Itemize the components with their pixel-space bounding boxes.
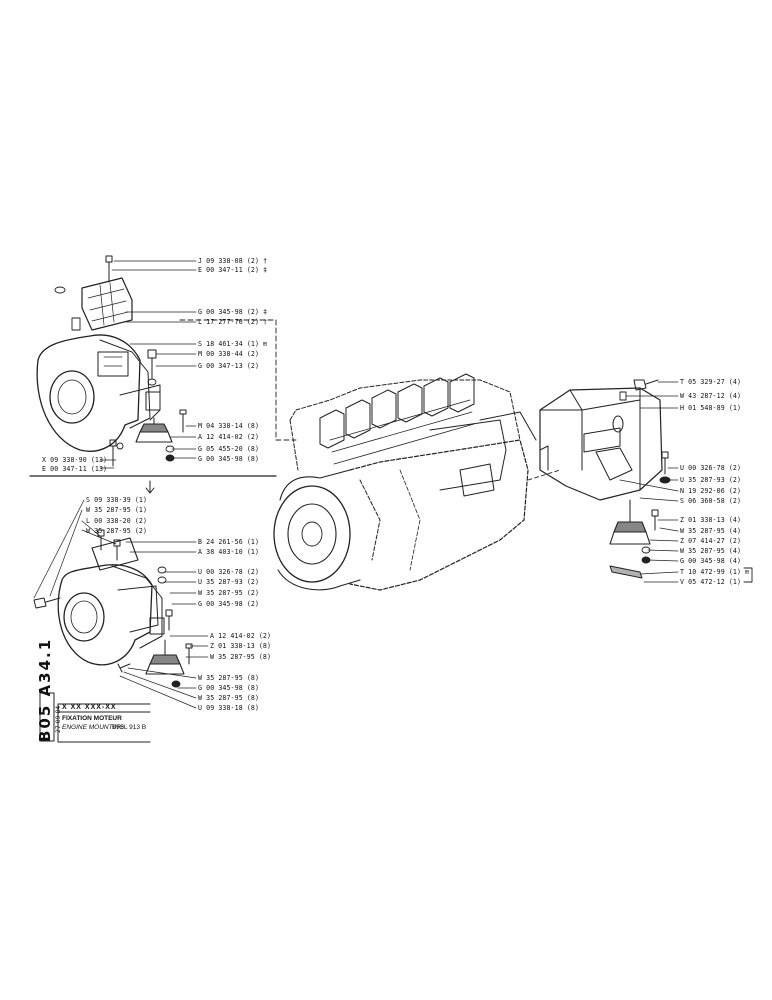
part-label: A 38 403-10 (1) — [198, 548, 260, 556]
part-label: S 09 338-39 (1) — [86, 496, 148, 504]
upper-flange-bore — [49, 370, 95, 424]
part-label: J 09 338-08 (2) † — [198, 257, 268, 265]
engine-model: BF6L 913 B — [112, 724, 147, 731]
right-strap — [609, 565, 643, 579]
part-label: E 00 347-11 (2) ‡ — [198, 266, 268, 274]
right-bracket-plate — [539, 387, 663, 501]
part-label: Z 01 338-13 (4) — [680, 516, 742, 524]
part-label: G 00 345-98 (2) ‡ — [198, 308, 268, 316]
part-label: G 00 347-13 (2) — [198, 362, 260, 370]
upper-top-bolt — [105, 255, 113, 283]
part-label: A 12 414-02 (2) — [198, 433, 260, 441]
part-label: L 17 277-70 (2) † — [198, 318, 268, 326]
lower-flange-housing — [57, 564, 153, 666]
lower-bracket-plate — [91, 537, 139, 571]
part-label: U 35 287-93 (2) — [198, 578, 260, 586]
part-label: W 43 287-12 (4) — [680, 392, 742, 400]
part-label: H 01 548-89 (1) — [680, 404, 742, 412]
part-label: T 05 329-27 (4) — [680, 378, 742, 386]
part-label: G 05 455-20 (8) — [198, 445, 260, 453]
part-label: M 00 338-44 (2) — [198, 350, 260, 358]
title-block-frame — [39, 692, 151, 743]
drawing-date: 27-09-84 — [55, 705, 62, 733]
part-label: G 00 345-98 (8) — [198, 455, 260, 463]
part-label: T 10 472-99 (1) ⊞ — [680, 568, 750, 576]
part-label: G 00 345-98 (4) — [680, 557, 742, 565]
section-arrow — [145, 480, 155, 494]
part-label: L 00 338-20 (2) — [86, 517, 148, 525]
engine-block — [349, 439, 529, 591]
part-label: W 35 287-95 (8) — [210, 653, 272, 661]
part-label: G 00 345-98 (8) — [198, 684, 260, 692]
part-label: B 24 261-56 (1) — [198, 538, 260, 546]
upper-rubber-mount — [135, 417, 173, 443]
part-label: W 35 287-95 (8) — [198, 674, 260, 682]
part-label: U 00 326-78 (2) — [198, 568, 260, 576]
upper-flange-housing — [36, 334, 141, 452]
lower-rubber-mount — [145, 639, 185, 675]
engine-flywheel-housing — [273, 485, 351, 583]
upper-clamp-block — [81, 277, 133, 331]
part-label: S 06 360-58 (2) — [680, 497, 742, 505]
part-label: W 35 287-95 (4) — [680, 527, 742, 535]
part-label: V 05 472-12 (1) — [680, 578, 742, 586]
upper-bracket-block — [97, 351, 129, 377]
part-label: W 35 287-95 (4) — [680, 547, 742, 555]
part-label: S 18 461-34 (1) ⊞ — [198, 340, 268, 348]
part-label: W 35 287-95 (8) — [198, 694, 260, 702]
part-label: M 04 338-14 (8) — [198, 422, 260, 430]
part-label: E 00 347-11 (13) — [42, 465, 108, 473]
part-label: N 19 292-06 (2) — [680, 487, 742, 495]
part-number: X XX XXX-XX — [62, 704, 117, 711]
right-bracket — [527, 379, 753, 583]
part-label: G 00 345-98 (2) — [198, 600, 260, 608]
part-label: X 09 338-90 (13) — [42, 456, 108, 464]
title-english: ENGINE MOUNTING — [62, 724, 125, 731]
right-rubber-mount — [609, 499, 651, 545]
part-label: A 12 414-02 (2) — [210, 632, 272, 640]
lower-flange-bore — [63, 592, 105, 642]
reference-code: B05 A34.1 — [36, 637, 54, 742]
part-label: Z 01 338-13 (8) — [210, 642, 272, 650]
part-label: U 35 287-93 (2) — [680, 476, 742, 484]
part-label: W 35 287-95 (1) — [86, 506, 148, 514]
upper-flange-assembly — [36, 255, 187, 467]
title-french: FIXATION MOTEUR — [62, 715, 122, 722]
part-label: W 35 287-95 (2) — [86, 527, 148, 535]
lower-flange-assembly — [33, 529, 193, 688]
part-label: Z 07 414-27 (2) — [680, 537, 742, 545]
engine — [179, 319, 537, 591]
engine-cylinders — [319, 373, 475, 449]
part-label: W 35 287-95 (2) — [198, 589, 260, 597]
leader-lines — [33, 260, 679, 709]
part-label: U 00 326-78 (2) — [680, 464, 742, 472]
part-label: U 09 338-18 (8) — [198, 704, 260, 712]
